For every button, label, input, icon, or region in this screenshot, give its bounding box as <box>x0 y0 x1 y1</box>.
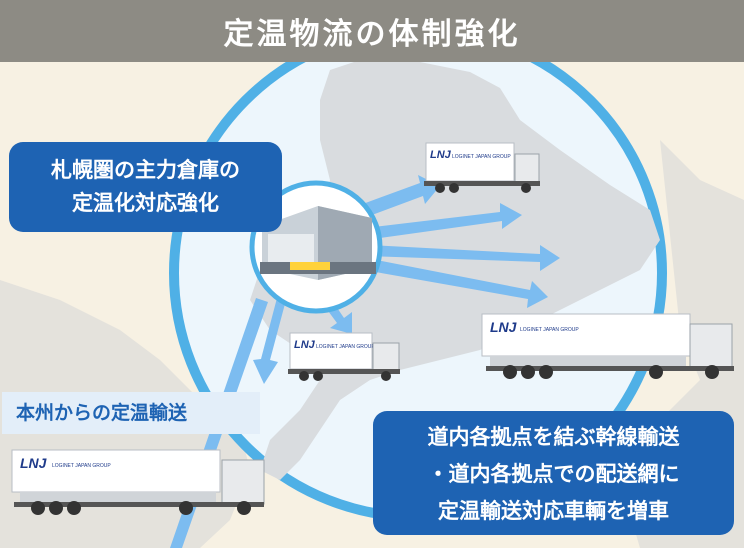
sapporo-warehouse-box: 札幌圏の主力倉庫の 定温化対応強化 <box>9 142 282 232</box>
trunk-line-2: ・道内各拠点での配送網に <box>427 462 680 486</box>
svg-text:LNJ: LNJ <box>430 149 452 161</box>
svg-text:LNJ: LNJ <box>294 339 316 351</box>
arrow-icon <box>253 298 286 384</box>
arrow-icon <box>360 175 440 218</box>
arrow-icon <box>368 245 560 271</box>
hokkaido-land <box>250 60 660 480</box>
trunk-line-1: 道内各拠点を結ぶ幹線輸送 <box>427 425 680 449</box>
svg-text:LOGINET JAPAN GROUP: LOGINET JAPAN GROUP <box>452 154 511 160</box>
truck-icon: LNJ LOGINET JAPAN GROUP <box>481 313 734 379</box>
sapporo-line-1: 札幌圏の主力倉庫の <box>51 158 240 182</box>
svg-text:LOGINET JAPAN GROUP: LOGINET JAPAN GROUP <box>52 463 111 469</box>
svg-text:LNJ: LNJ <box>490 319 518 335</box>
sapporo-line-2: 定温化対応強化 <box>72 191 219 215</box>
arrow-icon <box>364 258 548 308</box>
truck-icon: LNJ LOGINET JAPAN GROUP <box>11 449 265 515</box>
svg-text:LNJ: LNJ <box>20 455 48 471</box>
trunk-line-3: 定温輸送対応車輌を増車 <box>438 499 669 523</box>
truck-icon: LNJ LOGINET JAPAN GROUP <box>288 332 400 381</box>
honshu-transport-label: 本州からの定温輸送 <box>2 392 260 434</box>
trunk-transport-box: 道内各拠点を結ぶ幹線輸送 ・道内各拠点での配送網に 定温輸送対応車輌を増車 <box>373 411 734 535</box>
title-bar: 定温物流の体制強化 <box>0 0 744 62</box>
page-title: 定温物流の体制強化 <box>223 17 521 52</box>
warehouse-icon <box>260 206 376 280</box>
svg-text:LOGINET JAPAN GROUP: LOGINET JAPAN GROUP <box>520 327 579 333</box>
arrow-icon <box>365 203 522 240</box>
svg-text:LOGINET JAPAN GROUP: LOGINET JAPAN GROUP <box>316 344 375 350</box>
truck-icon: LNJ LOGINET JAPAN GROUP <box>424 142 540 193</box>
